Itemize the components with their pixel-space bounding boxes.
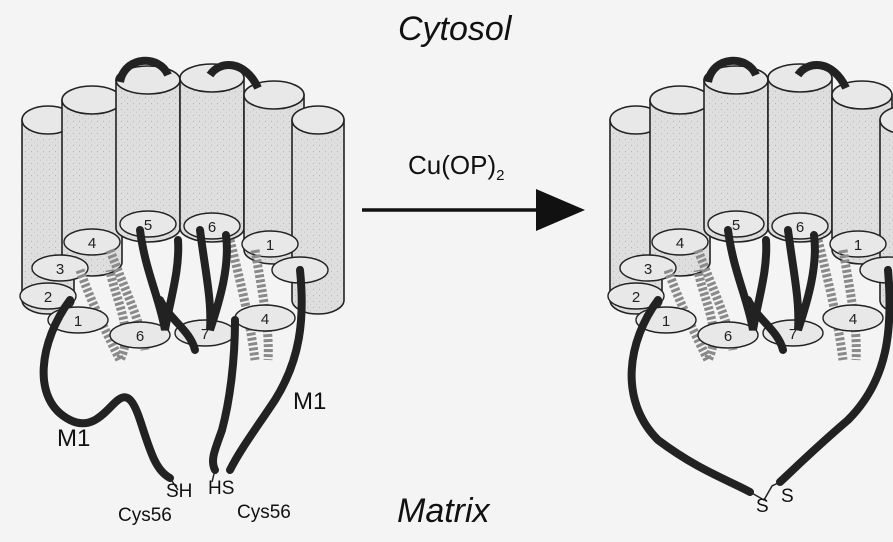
matrix-label: Matrix: [397, 492, 490, 531]
helix-number: 6: [724, 328, 732, 345]
disulfide-s-right: S: [781, 486, 794, 508]
helix-top: [292, 106, 344, 134]
helix-number: 5: [144, 217, 152, 234]
helix-number: 6: [796, 219, 804, 236]
helix-number: 4: [88, 235, 96, 252]
disulfide-s-left: S: [756, 496, 769, 518]
helix-number: 1: [266, 237, 274, 254]
m1-right-label: M1: [293, 388, 326, 416]
reagent-subscript: 2: [496, 167, 504, 184]
visible-loop: [200, 230, 227, 330]
visible-loop: [788, 230, 815, 330]
helix-number: 2: [632, 289, 640, 306]
m1-left-label: M1: [57, 425, 90, 453]
sh-label: SH: [166, 481, 192, 503]
helix-top: [62, 86, 122, 114]
helix-number: 4: [849, 311, 857, 328]
helix-top: [650, 86, 710, 114]
helix-number: 1: [74, 313, 82, 330]
helix-number: 5: [732, 217, 740, 234]
helix-number: 6: [136, 328, 144, 345]
helix-number: 1: [662, 313, 670, 330]
helix-number: 3: [56, 261, 64, 278]
reagent-label: Cu(OP)2: [408, 150, 504, 184]
cys56-right-label: Cys56: [237, 502, 291, 524]
helix-number: 6: [208, 219, 216, 236]
cytosol-label: Cytosol: [398, 10, 511, 49]
hs-label: HS: [208, 478, 234, 500]
helix-number: 4: [676, 235, 684, 252]
helix-number: 2: [44, 289, 52, 306]
cys56-left-label: Cys56: [118, 505, 172, 527]
reagent-formula: Cu(OP): [408, 150, 496, 180]
helix-number: 1: [854, 237, 862, 254]
helix-number: 4: [261, 311, 269, 328]
helix-number: 3: [644, 261, 652, 278]
